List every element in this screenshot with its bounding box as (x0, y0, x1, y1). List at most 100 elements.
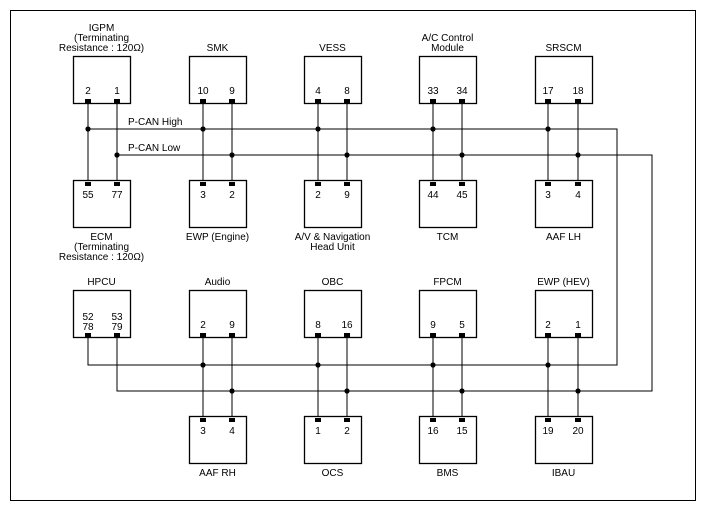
pin-terminal (459, 99, 465, 103)
module-label-line: A/C Control (422, 33, 474, 44)
connector-box (418, 179, 478, 229)
pin-terminal (545, 182, 551, 186)
junction-node (200, 126, 206, 132)
connector-box (72, 55, 132, 105)
pin-number: 16 (341, 320, 353, 331)
diagram-frame (10, 10, 696, 501)
connector-box (72, 289, 132, 339)
connector-box (303, 55, 363, 105)
pin-terminal (114, 182, 120, 186)
pin-terminal (575, 182, 581, 186)
pin-number: 9 (229, 320, 235, 331)
pin-terminal (200, 333, 206, 337)
pin-terminal (85, 99, 91, 103)
pin-number: 53 (111, 312, 123, 323)
pin-number: 8 (315, 320, 321, 331)
pin-terminal (344, 418, 350, 422)
p-can-high-bus (87, 128, 618, 366)
junction-node (344, 152, 350, 158)
pin-number: 55 (82, 190, 94, 201)
junction-nodes (85, 126, 581, 394)
pin-terminal (459, 333, 465, 337)
junction-node (459, 388, 465, 394)
pin-terminal (344, 99, 350, 103)
pin-terminal (315, 182, 321, 186)
pin-number: 3 (200, 426, 206, 437)
pin-number: 2 (85, 86, 91, 97)
module-label-line: A/V & Navigation (295, 232, 371, 243)
pin-number: 10 (197, 86, 209, 97)
pin-terminal (545, 99, 551, 103)
pin-terminal (114, 333, 120, 337)
module-label-line: OCS (322, 468, 344, 479)
pin-number: 2 (229, 190, 235, 201)
module-label-line: (Terminating (74, 33, 129, 44)
pin-number: 9 (344, 190, 350, 201)
pin-terminal (229, 99, 235, 103)
pin-terminal (545, 418, 551, 422)
pin-number: 3 (200, 190, 206, 201)
pin-number: 1 (315, 426, 321, 437)
module-label-line: OBC (322, 277, 344, 288)
junction-node (85, 126, 91, 132)
pin-terminal (85, 333, 91, 337)
pin-terminal (114, 99, 120, 103)
junction-node (344, 388, 350, 394)
pin-number: 4 (575, 190, 581, 201)
pin-number: 4 (229, 426, 235, 437)
module-label-line: EWP (HEV) (537, 277, 590, 288)
junction-node (575, 388, 581, 394)
module-label-line: (Terminating (74, 242, 129, 253)
module-label-line: Audio (205, 277, 231, 288)
pin-terminal (315, 333, 321, 337)
module-label-line: FPCM (433, 277, 461, 288)
pin-number: 79 (111, 322, 123, 333)
pin-number: 45 (456, 190, 468, 201)
module-label-line: TCM (437, 232, 459, 243)
pin-terminal (575, 99, 581, 103)
connector-box (303, 415, 363, 465)
can-bus-wires (87, 103, 653, 416)
module-label-line: EWP (Engine) (186, 232, 249, 243)
pin-terminal (575, 333, 581, 337)
pin-terminal (575, 418, 581, 422)
connector-box (418, 55, 478, 105)
pin-terminal (85, 182, 91, 186)
pin-number: 17 (542, 86, 554, 97)
junction-node (229, 152, 235, 158)
pin-number: 2 (545, 320, 551, 331)
module-label-line: SRSCM (545, 43, 581, 54)
pin-terminal (229, 418, 235, 422)
pin-number: 52 (82, 312, 94, 323)
module-audio: 2 9 Audio (188, 277, 248, 339)
pin-number: 8 (344, 86, 350, 97)
pin-terminal (315, 99, 321, 103)
junction-node (545, 126, 551, 132)
junction-node (545, 362, 551, 368)
pin-terminal (200, 99, 206, 103)
pin-number: 5 (459, 320, 465, 331)
module-label-line: Resistance : 120Ω) (59, 252, 144, 263)
connector-box (72, 179, 132, 229)
connector-box (188, 55, 248, 105)
module-label-line: AAF RH (199, 468, 236, 479)
pin-terminal (200, 418, 206, 422)
connector-box (418, 289, 478, 339)
junction-node (315, 126, 321, 132)
junction-node (114, 152, 120, 158)
module-label-line: Module (431, 43, 464, 54)
pin-number: 2 (200, 320, 206, 331)
module-label-line: AAF LH (546, 232, 581, 243)
